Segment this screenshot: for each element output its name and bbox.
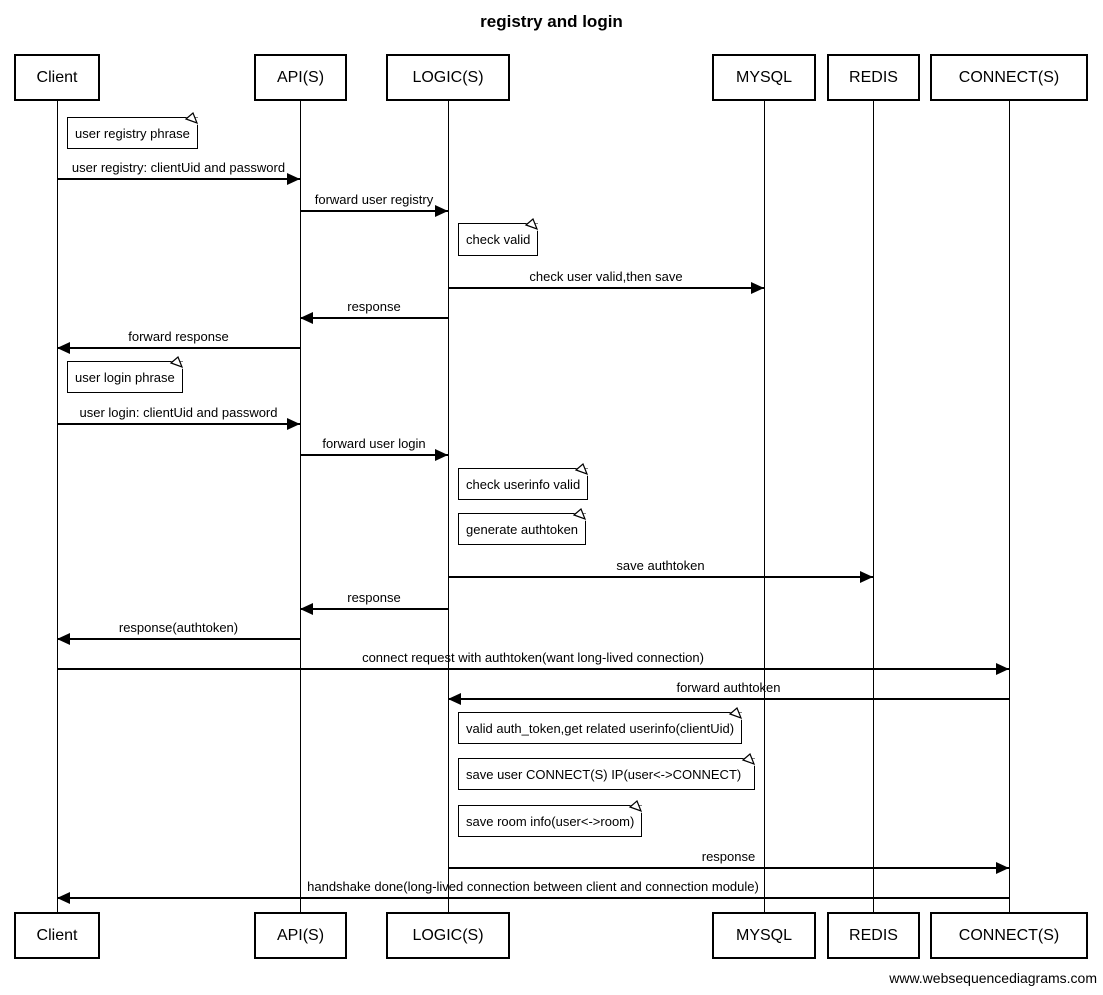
message-label: response: [347, 590, 401, 605]
participant-box-bottom: API(S): [254, 912, 347, 959]
note: valid auth_token,get related userinfo(cl…: [458, 706, 743, 744]
message-label: forward response: [128, 329, 229, 344]
note-text: user login phrase: [75, 369, 175, 385]
message-label: connect request with authtoken(want long…: [362, 650, 704, 665]
participant-box-top: CONNECT(S): [930, 54, 1088, 101]
note-text: generate authtoken: [466, 521, 579, 537]
note: save user CONNECT(S) IP(user<->CONNECT): [458, 752, 756, 790]
arrowhead-icon: [300, 603, 313, 615]
note: check valid: [458, 217, 539, 256]
lifeline: [764, 101, 765, 912]
participant-label: Client: [36, 68, 78, 86]
message-label: save authtoken: [616, 558, 705, 573]
arrowhead-icon: [287, 418, 300, 430]
participant-box-top: MYSQL: [712, 54, 816, 101]
note-fold-icon: [525, 217, 539, 232]
lifeline: [300, 101, 301, 912]
participant-box-bottom: MYSQL: [712, 912, 816, 959]
lifeline: [57, 101, 58, 912]
message-label: check user valid,then save: [529, 269, 683, 284]
message-label: response: [347, 299, 401, 314]
participant-box-top: REDIS: [827, 54, 920, 101]
note-fold-icon: [184, 111, 199, 126]
message-line: [300, 210, 448, 212]
message-line: [448, 576, 873, 578]
watermark-link: www.websequencediagrams.com: [889, 970, 1097, 986]
message-line: [300, 317, 448, 319]
note-fold-icon: [169, 355, 184, 370]
participant-label: API(S): [276, 926, 325, 944]
note: user login phrase: [67, 355, 184, 393]
participant-label: Client: [36, 926, 78, 944]
note-fold-icon: [572, 507, 587, 522]
message-line: [57, 347, 300, 349]
note: user registry phrase: [67, 111, 199, 149]
message-line: [300, 608, 448, 610]
participant-label: MYSQL: [735, 926, 792, 944]
participant-box-top: API(S): [254, 54, 347, 101]
message-label: response(authtoken): [118, 620, 239, 635]
arrowhead-icon: [751, 282, 764, 294]
note-fold-icon: [728, 706, 743, 721]
participant-label: MYSQL: [735, 68, 792, 86]
note-text: save room info(user<->room): [466, 813, 635, 829]
message-label: user login: clientUid and password: [79, 405, 278, 420]
note-text: check valid: [466, 232, 531, 247]
participant-label: LOGIC(S): [412, 926, 484, 944]
participant-label: REDIS: [849, 68, 898, 86]
arrowhead-icon: [860, 571, 873, 583]
participant-box-bottom: Client: [14, 912, 100, 959]
message-line: [57, 668, 1009, 670]
arrowhead-icon: [57, 633, 70, 645]
participant-label: CONNECT(S): [958, 926, 1060, 944]
participant-box-top: LOGIC(S): [386, 54, 510, 101]
note-fold-icon: [575, 462, 589, 477]
message-label: user registry: clientUid and password: [71, 160, 286, 175]
note: save room info(user<->room): [458, 799, 643, 837]
participant-label: REDIS: [849, 926, 898, 944]
lifeline: [873, 101, 874, 912]
lifeline: [1009, 101, 1010, 912]
message-label: handshake done(long-lived connection bet…: [307, 879, 759, 894]
message-line: [57, 897, 1009, 899]
arrowhead-icon: [57, 342, 70, 354]
arrowhead-icon: [448, 693, 461, 705]
message-line: [57, 423, 300, 425]
arrowhead-icon: [996, 663, 1009, 675]
participant-label: LOGIC(S): [412, 68, 484, 86]
note-fold-icon: [629, 799, 643, 814]
note-text: check userinfo valid: [466, 476, 581, 492]
message-line: [448, 287, 764, 289]
message-line: [57, 638, 300, 640]
participant-box-bottom: LOGIC(S): [386, 912, 510, 959]
arrowhead-icon: [287, 173, 300, 185]
note-fold-icon: [741, 752, 756, 767]
arrowhead-icon: [996, 862, 1009, 874]
arrowhead-icon: [435, 205, 448, 217]
note-text: save user CONNECT(S) IP(user<->CONNECT): [466, 766, 742, 782]
note-text: user registry phrase: [75, 125, 190, 141]
participant-label: CONNECT(S): [958, 68, 1060, 86]
participant-box-top: Client: [14, 54, 100, 101]
message-line: [300, 454, 448, 456]
diagram-title: registry and login: [480, 12, 623, 31]
message-label: response: [701, 849, 756, 864]
message-label: forward user login: [322, 436, 426, 451]
note-text: valid auth_token,get related userinfo(cl…: [466, 720, 735, 736]
arrowhead-icon: [435, 449, 448, 461]
participant-box-bottom: CONNECT(S): [930, 912, 1088, 959]
message-line: [57, 178, 300, 180]
note: generate authtoken: [458, 507, 587, 545]
message-line: [448, 698, 1009, 700]
message-label: forward authtoken: [676, 680, 781, 695]
lifeline: [448, 101, 449, 912]
participant-label: API(S): [276, 68, 325, 86]
arrowhead-icon: [300, 312, 313, 324]
arrowhead-icon: [57, 892, 70, 904]
message-line: [448, 867, 1009, 869]
participant-box-bottom: REDIS: [827, 912, 920, 959]
message-label: forward user registry: [314, 192, 434, 207]
note: check userinfo valid: [458, 462, 589, 500]
